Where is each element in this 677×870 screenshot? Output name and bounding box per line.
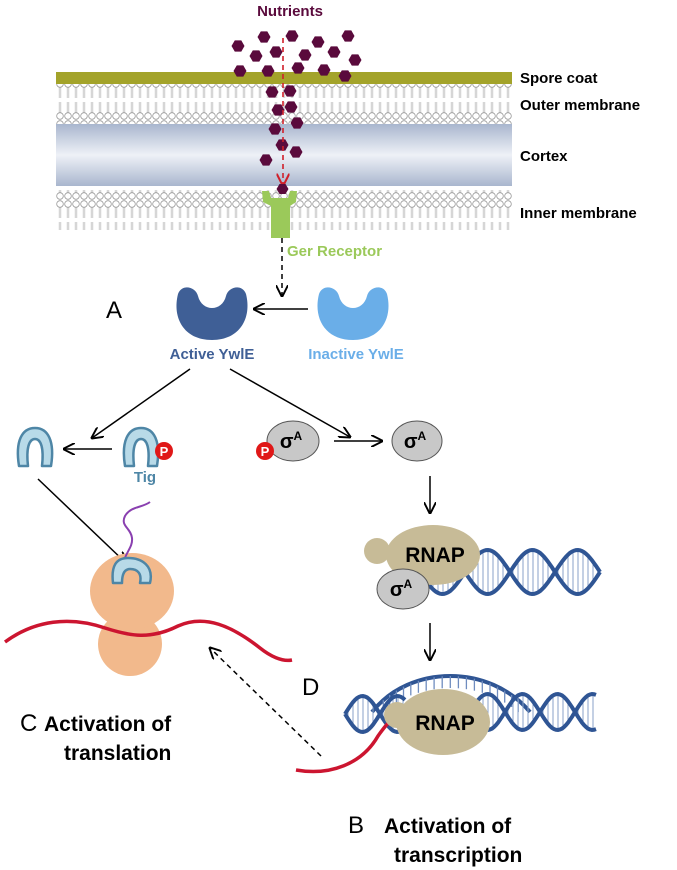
nutrient-molecule — [249, 50, 263, 62]
outer-membrane-band — [56, 84, 512, 124]
cortex-band — [56, 124, 512, 186]
receptor-bound-nutrient — [276, 184, 289, 194]
inactive-ywle-label: Inactive YwlE — [308, 346, 404, 363]
active-ywle-icon — [176, 287, 248, 340]
outer-membrane-label: Outer membrane — [520, 97, 640, 114]
rnap-upper-label: RNAP — [405, 544, 465, 567]
dna-strand — [468, 691, 597, 733]
tig-dephospho-icon — [16, 426, 54, 468]
inner-membrane-label: Inner membrane — [520, 205, 637, 222]
tig-phosphate-letter: P — [160, 444, 169, 459]
rnap-lower-body — [396, 689, 490, 755]
nutrient-molecule — [275, 139, 289, 151]
sigma-a-icon — [391, 420, 443, 462]
nutrient-molecule — [231, 40, 245, 52]
nutrient-molecule — [284, 101, 298, 113]
rnap-lower-label: RNAP — [415, 712, 475, 735]
nutrient-molecule — [348, 54, 362, 66]
translation-label-line1: Activation of — [44, 713, 172, 736]
dna-helix-lower-left — [343, 693, 407, 735]
nutrient-molecule — [257, 31, 271, 43]
nutrient-molecule — [259, 154, 273, 166]
nutrient-molecule — [269, 46, 283, 58]
sigma-a-phospho-icon — [266, 420, 320, 462]
sigma-a-phospho-label: σA — [280, 429, 303, 453]
nutrient-molecule — [285, 30, 299, 42]
sigma-bound-icon — [376, 568, 430, 610]
nutrient-molecule — [338, 70, 352, 82]
rnap-upper-lobe — [364, 538, 390, 564]
spore-coat-band — [56, 72, 512, 84]
dna-strand — [343, 693, 407, 735]
nutrient-molecules — [231, 30, 362, 166]
panel-a-letter: A — [106, 297, 122, 324]
nutrient-molecule — [298, 49, 312, 61]
branch-arrow-transcription — [229, 368, 350, 437]
panel-d-letter: D — [302, 674, 319, 701]
transcription-label-line2: transcription — [394, 844, 522, 867]
sigma-phosphate-icon — [256, 442, 274, 460]
sigma-a-label: σA — [404, 429, 427, 453]
nutrient-molecule — [327, 46, 341, 58]
ribosome-small-subunit — [98, 612, 162, 676]
inactive-ywle-icon — [317, 287, 389, 340]
tig-phospho-icon — [122, 426, 160, 468]
nutrient-molecule — [317, 64, 331, 76]
nutrients-label: Nutrients — [257, 3, 323, 20]
dna-strand — [343, 693, 407, 735]
translation-label-line2: translation — [64, 742, 171, 765]
ger-receptor-label: Ger Receptor — [287, 243, 382, 260]
nutrient-molecule — [283, 85, 297, 97]
tig-on-ribosome-icon — [111, 556, 153, 585]
tig-to-ribosome-arrow — [37, 478, 126, 563]
spore-coat-label: Spore coat — [520, 70, 598, 87]
panel-b-letter: B — [348, 812, 364, 839]
transcript-to-translation-arrow — [210, 648, 322, 757]
nutrient-molecule — [265, 86, 279, 98]
cortex-label: Cortex — [520, 148, 568, 165]
sigma-bound-label: σA — [390, 577, 413, 601]
nutrient-molecule — [233, 65, 247, 77]
tig-label: Tig — [134, 469, 156, 486]
nutrient-molecule — [311, 36, 325, 48]
nutrient-molecule — [271, 104, 285, 116]
panel-c-letter: C — [20, 710, 37, 737]
transcription-label-line1: Activation of — [384, 815, 512, 838]
active-ywle-label: Active YwlE — [170, 346, 255, 363]
nutrient-molecule — [268, 123, 282, 135]
tig-phosphate-icon — [155, 442, 173, 460]
nutrient-molecule — [291, 62, 305, 74]
ribosome-large-subunit — [90, 553, 174, 629]
sigma-phosphate-letter: P — [261, 444, 270, 459]
nascent-peptide — [121, 501, 151, 568]
mrna-strand — [3, 619, 293, 663]
nutrient-molecule — [261, 65, 275, 77]
transcript-mrna — [295, 714, 399, 774]
nutrient-molecule — [290, 117, 304, 129]
ger-receptor-icon — [262, 191, 297, 238]
nutrient-molecule — [341, 30, 355, 42]
nutrient-molecule — [289, 146, 303, 158]
branch-arrow-translation — [92, 368, 191, 438]
